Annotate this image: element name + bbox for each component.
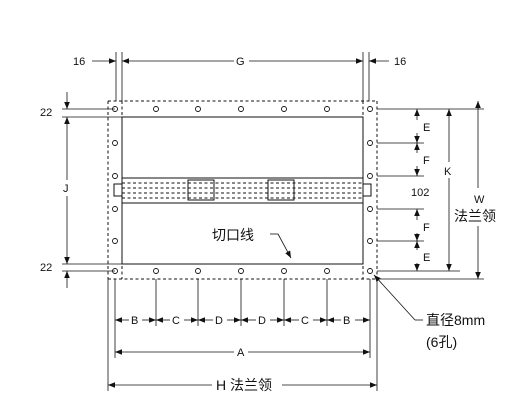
a-dimension-label: A xyxy=(237,347,245,359)
spacing-label-b-left: B xyxy=(131,315,138,327)
flange-collar-outline xyxy=(107,100,378,280)
e-bottom-label: E xyxy=(423,252,430,264)
spacing-label-d-left: D xyxy=(215,315,223,327)
mounting-holes xyxy=(112,106,373,274)
j-dimension-label: J xyxy=(63,183,69,195)
hole-count-note: (6孔) xyxy=(426,334,457,350)
hole-spacing-label: 102 xyxy=(411,187,429,199)
w-dimension-label: W xyxy=(474,194,485,206)
e-top-label: E xyxy=(423,122,430,134)
h-dimension-label: H 法兰领 xyxy=(216,377,272,393)
top-margin-label: 22 xyxy=(40,107,52,119)
spacing-label-c-left: C xyxy=(172,315,180,327)
left-offset-label: 16 xyxy=(73,56,85,68)
bottom-margin-label: 22 xyxy=(40,262,52,274)
k-dimension-label: K xyxy=(444,166,452,178)
f-bottom-label: F xyxy=(423,222,430,234)
hinge-band xyxy=(113,177,372,204)
cut-line-label: 切口线 xyxy=(212,227,254,243)
top-dimensions xyxy=(92,52,389,101)
f-top-label: F xyxy=(423,155,430,167)
bottom-spacing-dimensions xyxy=(114,279,371,326)
spacing-label-b-right: B xyxy=(343,315,350,327)
hole-diameter-note: 直径8mm xyxy=(426,312,485,328)
spacing-label-d-right: D xyxy=(258,315,266,327)
h-dimension xyxy=(107,279,378,391)
g-dimension-label: G xyxy=(236,56,245,68)
right-offset-label: 16 xyxy=(394,56,406,68)
hole-note-leader xyxy=(373,274,423,321)
right-dimensions xyxy=(377,101,484,280)
left-dimensions xyxy=(62,92,122,288)
cut-line-leader xyxy=(270,233,292,259)
w-note-label: 法兰领 xyxy=(454,208,496,224)
spacing-label-c-right: C xyxy=(301,315,309,327)
a-dimension xyxy=(114,326,371,358)
